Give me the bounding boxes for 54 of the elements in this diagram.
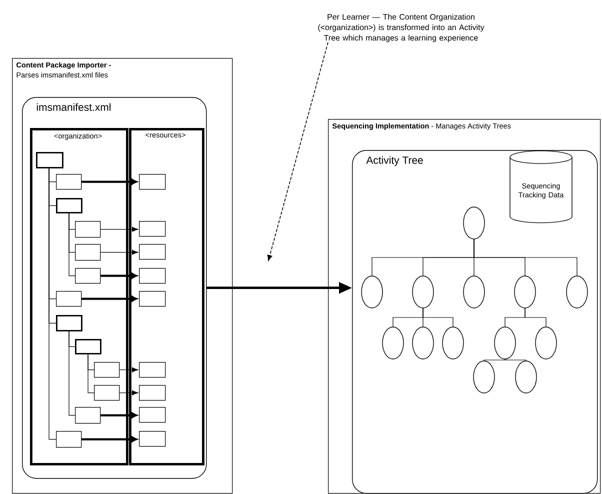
item-box xyxy=(139,407,166,423)
arrow xyxy=(100,412,138,418)
tree-connector xyxy=(524,308,546,327)
activity-circle xyxy=(442,326,464,360)
item-box xyxy=(139,291,166,307)
activity-circle xyxy=(535,326,557,360)
activity-circle xyxy=(382,326,404,360)
item-box xyxy=(75,221,101,238)
activity-circle xyxy=(412,276,434,308)
item-box xyxy=(75,339,102,354)
activity-circle xyxy=(463,276,485,308)
arrow xyxy=(119,390,138,396)
arrow xyxy=(82,178,138,185)
tree-connector xyxy=(68,331,76,416)
arrow xyxy=(82,436,138,442)
activity-circle xyxy=(473,360,495,394)
item-box xyxy=(56,315,82,332)
item-box xyxy=(75,407,101,424)
activity-circle xyxy=(494,326,516,360)
activity-circle xyxy=(463,206,485,240)
leader-line xyxy=(267,42,328,261)
item-box xyxy=(94,362,120,378)
tree-connector xyxy=(484,359,506,361)
arrow xyxy=(100,272,138,279)
tree-connector xyxy=(422,308,454,327)
arrow xyxy=(82,296,138,302)
item-box xyxy=(36,152,64,168)
item-box xyxy=(94,385,120,401)
item-box xyxy=(139,362,166,378)
item-box xyxy=(75,244,101,261)
item-box xyxy=(56,198,82,214)
item-box xyxy=(139,431,166,447)
item-box xyxy=(56,291,82,307)
activity-circle xyxy=(361,276,383,308)
activity-circle xyxy=(514,276,536,308)
item-box xyxy=(56,174,82,190)
item-box xyxy=(139,268,166,284)
tree-connector xyxy=(68,213,76,276)
arrow xyxy=(100,250,138,255)
arrow xyxy=(119,367,138,372)
item-box xyxy=(56,431,82,448)
item-box xyxy=(139,221,166,237)
tree-connector xyxy=(88,354,94,394)
activity-circle xyxy=(515,360,537,394)
tree-connector xyxy=(48,168,56,440)
item-box xyxy=(139,244,166,260)
tree-connector xyxy=(474,239,578,276)
item-box xyxy=(75,268,101,284)
tree-connector xyxy=(504,359,526,361)
activity-circle xyxy=(566,276,588,308)
item-box xyxy=(139,174,166,190)
arrow xyxy=(100,226,138,232)
activity-circle xyxy=(412,326,434,360)
item-box xyxy=(139,385,166,401)
